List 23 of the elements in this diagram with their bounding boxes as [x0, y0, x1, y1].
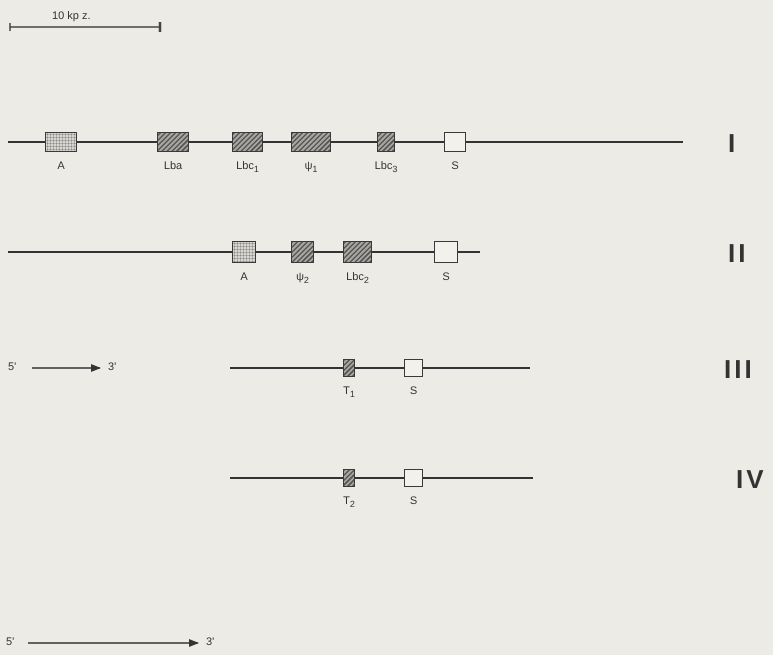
- gene-label: Lbc$_{1}$: [236, 160, 259, 174]
- end-label: 3': [206, 636, 214, 648]
- row-numeral: IV: [736, 464, 767, 495]
- end-label: 5': [6, 636, 14, 648]
- end-label: 3': [108, 361, 116, 373]
- end-label: 5': [8, 361, 16, 373]
- gene-label: S: [451, 160, 459, 172]
- gene-label: T$_{1}$: [343, 385, 355, 400]
- gene-label: Lba: [164, 160, 182, 172]
- gene-label: ψ$_{1}$: [304, 160, 318, 174]
- row-numeral: II: [728, 238, 748, 269]
- gene-label: S: [410, 495, 418, 507]
- gene-label: S: [442, 271, 450, 283]
- gene-label: Lbc$_{3}$: [374, 160, 398, 174]
- gene-label: Lbc$_{2}$: [346, 271, 369, 286]
- row-numeral: III: [724, 354, 755, 385]
- gene-label: A: [57, 160, 65, 172]
- gene-label: S: [410, 385, 418, 397]
- row-numeral: I: [728, 128, 738, 159]
- scale-label: 10 kp z.: [52, 10, 91, 22]
- gene-label: A: [240, 271, 248, 283]
- gene-label: T$_{2}$: [343, 495, 355, 510]
- gene-label: ψ$_{2}$: [296, 271, 309, 286]
